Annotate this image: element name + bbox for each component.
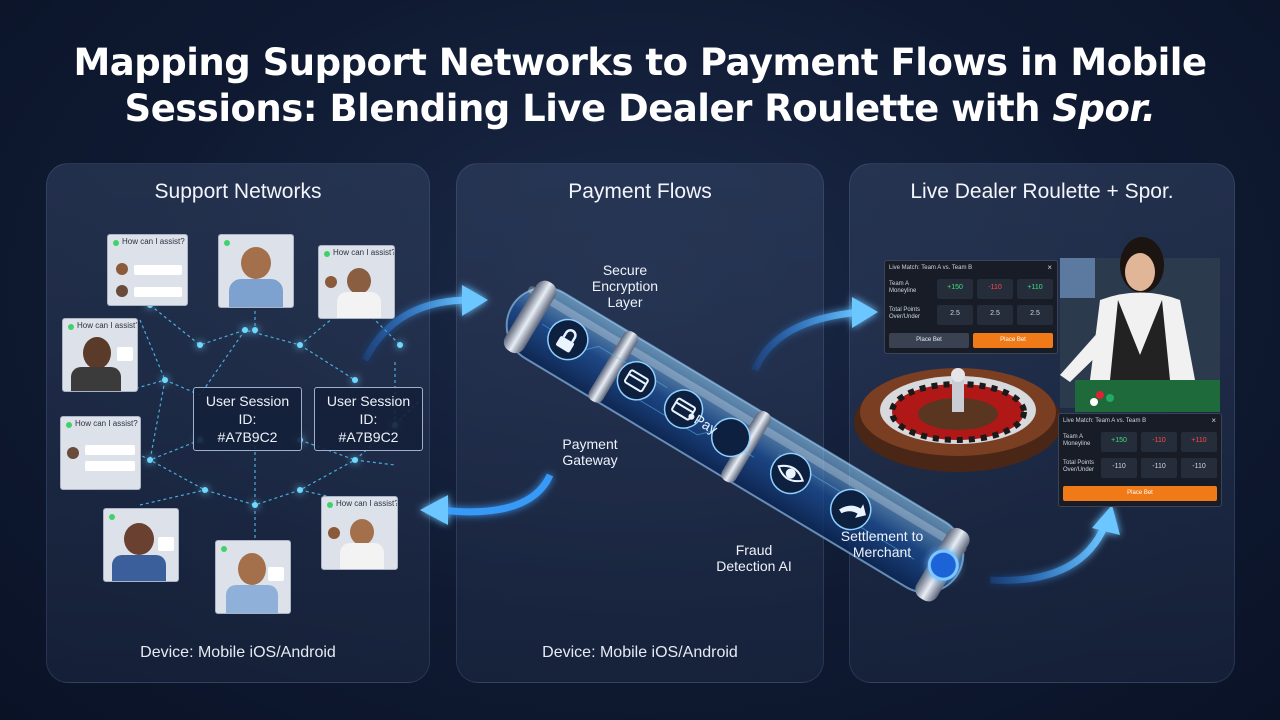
odds-widget-top: Live Match: Team A vs. Team B × Team A M… bbox=[884, 260, 1058, 354]
row-label-moneyline: Team A Moneyline bbox=[1063, 434, 1091, 447]
place-bet-button[interactable]: Place Bet bbox=[1063, 486, 1217, 501]
arrow-head-4 bbox=[1092, 505, 1120, 535]
match-title: Live Match: Team A vs. Team B bbox=[1063, 418, 1147, 424]
odds-cell[interactable]: +110 bbox=[1181, 432, 1217, 452]
odds-cell[interactable]: 2.5 bbox=[977, 305, 1013, 325]
odds-cell[interactable]: +150 bbox=[937, 279, 973, 299]
chat-card-2: How can I assist? bbox=[318, 245, 395, 319]
title-line-2: Sessions: Blending Live Dealer Roulette … bbox=[124, 87, 1156, 130]
odds-cell[interactable]: 2.5 bbox=[1017, 305, 1053, 325]
agent-avatar bbox=[347, 268, 371, 294]
tube-end-glow bbox=[927, 549, 959, 581]
row-label-total-points: Total Points Over/Under bbox=[889, 307, 921, 320]
card-icon-circle-2 bbox=[663, 389, 704, 429]
eye-icon bbox=[777, 464, 805, 483]
label-fraud-detection-ai: Fraud Detection AI bbox=[716, 542, 792, 574]
agent-avatar bbox=[241, 247, 271, 279]
card-icon-circle-1 bbox=[616, 361, 657, 401]
label-settlement-to-merchant: Settlement to Merchant bbox=[840, 528, 924, 560]
chat-card-4: How can I assist? bbox=[60, 416, 141, 490]
roulette-panel-title: Live Dealer Roulette + Spor. bbox=[910, 180, 1174, 203]
place-bet-button[interactable]: Place Bet bbox=[889, 333, 969, 348]
arrow-roulette-out bbox=[989, 523, 1109, 584]
session-id-box-1: User Session ID: #A7B9C2 bbox=[193, 387, 302, 451]
arrow-head-3 bbox=[852, 297, 878, 328]
roulette-wheel-graphic bbox=[854, 368, 1062, 472]
flow-arrows bbox=[361, 285, 1120, 584]
arrow-payment-to-roulette bbox=[751, 308, 861, 372]
odds-cell[interactable]: -110 bbox=[1141, 432, 1177, 452]
title-line-1: Mapping Support Networks to Payment Flow… bbox=[73, 41, 1207, 84]
arrow-payment-to-support bbox=[439, 473, 554, 516]
odds-cell[interactable]: -110 bbox=[1101, 458, 1137, 478]
agent-avatar bbox=[350, 519, 374, 545]
match-title: Live Match: Team A vs. Team B bbox=[889, 265, 973, 271]
label-secure-encryption-layer: Secure Encryption Layer bbox=[591, 262, 659, 310]
page-title: Mapping Support Networks to Payment Flow… bbox=[0, 40, 1280, 132]
place-bet-button[interactable]: Place Bet bbox=[973, 333, 1053, 348]
forward-arrow-icon bbox=[839, 504, 866, 518]
odds-cell[interactable]: +150 bbox=[1101, 432, 1137, 452]
label-payment-gateway: Payment Gateway bbox=[562, 436, 618, 468]
arrow-support-to-payment bbox=[361, 296, 471, 362]
odds-cell[interactable]: -110 bbox=[1141, 458, 1177, 478]
chat-card-3: How can I assist? bbox=[62, 318, 138, 392]
payment-device-label: Device: Mobile iOS/Android bbox=[542, 644, 738, 661]
odds-cell[interactable]: -110 bbox=[977, 279, 1013, 299]
online-indicator bbox=[113, 240, 119, 246]
payment-panel-title: Payment Flows bbox=[568, 180, 712, 203]
close-icon[interactable]: × bbox=[1211, 416, 1216, 425]
card-icon bbox=[623, 369, 697, 421]
dealer-graphic bbox=[1060, 237, 1220, 412]
agent-avatar bbox=[83, 337, 111, 369]
agent-avatar bbox=[238, 553, 266, 585]
arrow-head-2 bbox=[420, 495, 448, 525]
arrow-head-1 bbox=[462, 285, 488, 316]
row-label-moneyline: Team A Moneyline bbox=[889, 281, 917, 294]
support-panel-title: Support Networks bbox=[154, 180, 322, 203]
chat-card-5: How can I assist? bbox=[321, 496, 398, 570]
support-device-label: Device: Mobile iOS/Android bbox=[140, 644, 336, 661]
agent-card-3 bbox=[215, 540, 291, 614]
session-id-box-2: User Session ID: #A7B9C2 bbox=[314, 387, 423, 451]
odds-widget-bottom: Live Match: Team A vs. Team B × Team A M… bbox=[1058, 413, 1222, 507]
agent-card-1 bbox=[218, 234, 294, 308]
agent-avatar bbox=[124, 523, 154, 555]
agent-card-2 bbox=[103, 508, 179, 582]
odds-cell[interactable]: +110 bbox=[1017, 279, 1053, 299]
odds-cell[interactable]: -110 bbox=[1181, 458, 1217, 478]
title-italic: Spor. bbox=[1052, 87, 1156, 130]
pay-icon-circle bbox=[710, 417, 751, 458]
lock-icon bbox=[556, 329, 577, 353]
chat-card-1: How can I assist? bbox=[107, 234, 188, 306]
chat-prompt: How can I assist? bbox=[122, 237, 185, 246]
odds-cell[interactable]: 2.5 bbox=[937, 305, 973, 325]
payment-tube bbox=[503, 280, 970, 602]
close-icon[interactable]: × bbox=[1047, 263, 1052, 272]
row-label-total-points: Total Points Over/Under bbox=[1063, 460, 1095, 473]
